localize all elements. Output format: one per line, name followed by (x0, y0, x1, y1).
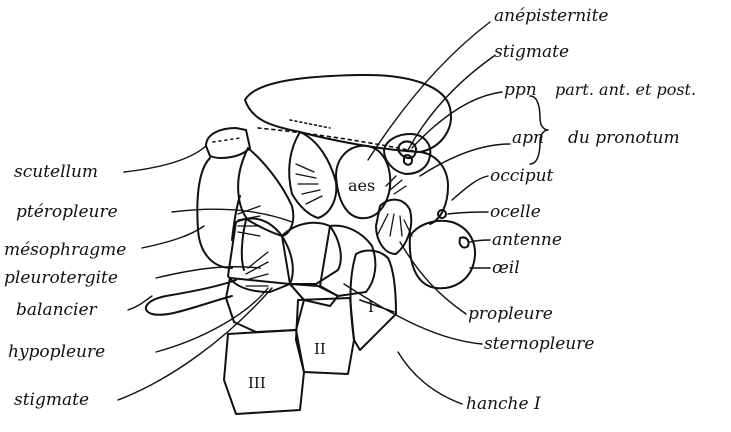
label-stigmate-bottom: stigmate (14, 392, 89, 409)
propleure-setae (378, 214, 412, 236)
compound-eye (410, 221, 475, 288)
label-coxa-III: III (248, 376, 266, 391)
leader-ocelle (448, 212, 488, 214)
coxa-III (224, 330, 304, 414)
sternopleure-line (360, 300, 394, 312)
label-occiput: occiput (490, 168, 553, 185)
label-hypopleure: hypopleure (8, 344, 105, 361)
coxa-II (296, 298, 354, 374)
antenna-base (460, 237, 469, 247)
label-du-pronotum: du pronotum (568, 130, 680, 147)
label-oeil: œil (492, 260, 520, 277)
label-coxa-II: II (314, 342, 326, 357)
leader-pteropleure (172, 209, 292, 222)
anepisternite-plate (289, 132, 336, 218)
pteropleure-plate (238, 148, 293, 236)
label-ocelle: ocelle (490, 204, 541, 221)
label-aes: aes (348, 178, 375, 194)
label-coxa-I: I (368, 300, 374, 315)
label-pleurotergite: pleurotergite (4, 270, 118, 287)
scutellum-lobe (206, 128, 250, 158)
label-ppn: ppn (504, 82, 537, 99)
label-antenne: antenne (492, 232, 562, 249)
notal-dash (290, 120, 330, 128)
scutellum-dots (213, 138, 240, 142)
label-sternopleure: sternopleure (484, 336, 594, 353)
label-propleure: propleure (468, 306, 553, 323)
label-scutellum: scutellum (14, 164, 98, 181)
sternopleure-plate (320, 226, 375, 296)
leader-occiput (452, 176, 488, 200)
mesophragme-outline (197, 158, 232, 268)
label-mesophragme: mésophragme (4, 242, 126, 259)
label-anepisternite: anépisternite (494, 8, 608, 25)
leader-hypopleure (156, 288, 268, 352)
leader-mesophragme (142, 226, 204, 248)
label-balancier: balancier (16, 302, 97, 319)
label-stigmate-top: stigmate (494, 44, 569, 61)
label-hanche-I: hanche I (466, 396, 541, 413)
leader-anepisternite (368, 22, 490, 160)
haltere (146, 280, 236, 315)
pronotum-outline (384, 134, 430, 174)
leader-hanche-I (398, 352, 462, 404)
label-apn: apn (512, 130, 544, 147)
label-pteropleure: ptéropleure (16, 204, 118, 221)
leader-scutellum (124, 146, 206, 172)
aes-setae (296, 164, 322, 204)
label-part-ant-post: part. ant. et post. (555, 82, 696, 98)
